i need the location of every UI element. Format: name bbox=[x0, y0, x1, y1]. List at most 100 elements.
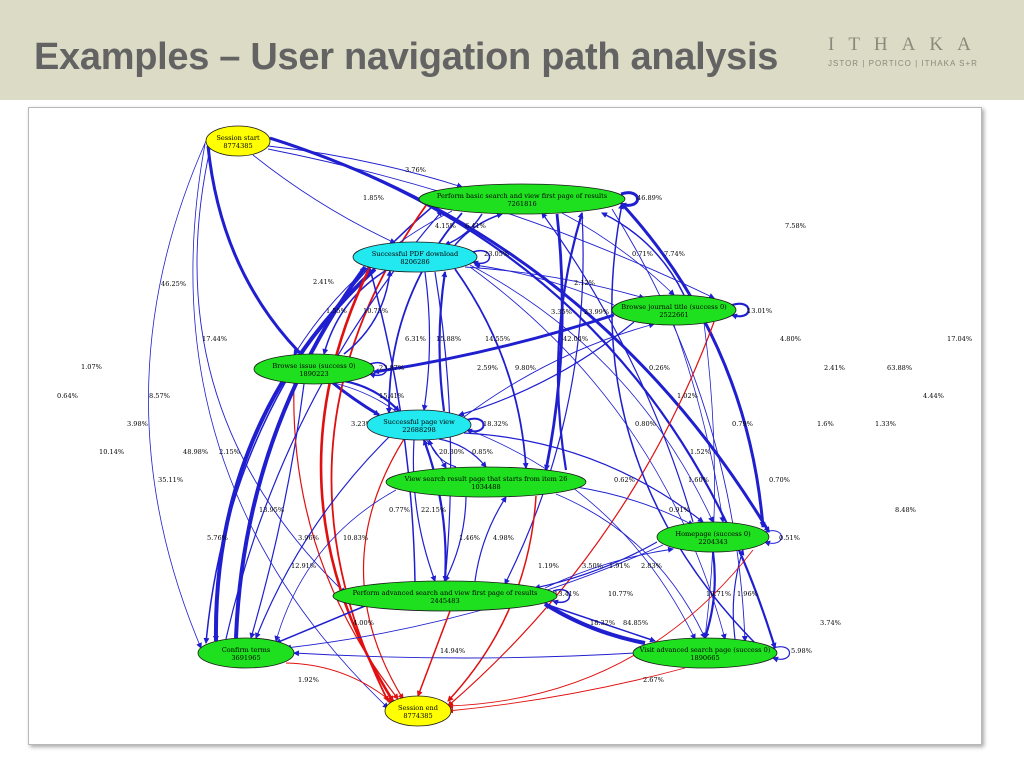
edge-page_view-to-session_end bbox=[362, 438, 405, 700]
edge-label: 0.51% bbox=[779, 534, 800, 542]
edge-label: 23.87% bbox=[379, 364, 404, 372]
edge-label: 63.88% bbox=[887, 364, 912, 372]
edge-label: 13.41% bbox=[554, 590, 579, 598]
edge-view_search-to-basic_search bbox=[556, 212, 584, 471]
edge-label: 5.76% bbox=[207, 534, 228, 542]
node-shape bbox=[205, 125, 271, 157]
edge-label: 1.07% bbox=[81, 363, 102, 371]
edge-basic_search-to-browse_journal bbox=[561, 212, 675, 296]
edge-label: 3.74% bbox=[820, 619, 841, 627]
node-shape bbox=[418, 183, 626, 215]
edge-label: 18.32% bbox=[590, 619, 615, 627]
edge-pdf_download-to-view_search bbox=[454, 268, 529, 469]
edge-label: 0.77% bbox=[389, 506, 410, 514]
ithaka-logo: ITHAKA JSTOR | PORTICO | ITHAKA S+R bbox=[828, 34, 998, 68]
edge-basic_search-to-pdf_download bbox=[444, 213, 483, 246]
edge-label: 20.30% bbox=[439, 448, 464, 456]
edge-pdf_download-to-homepage bbox=[469, 264, 714, 523]
edge-label: 1.60% bbox=[688, 476, 709, 484]
edge-label: 17.04% bbox=[947, 335, 972, 343]
edge-label: 3.23% bbox=[351, 420, 372, 428]
edge-label: 8.57% bbox=[149, 392, 170, 400]
self-loop-visit_advanced bbox=[772, 646, 790, 663]
edge-view_search-to-advanced_search bbox=[444, 496, 467, 582]
edge-basic_search-to-homepage bbox=[620, 202, 766, 528]
edge-pdf_download-to-browse_issue bbox=[322, 270, 386, 355]
edge-label: 2.12% bbox=[574, 279, 595, 287]
edge-page_view-to-view_search bbox=[438, 438, 487, 468]
edge-label: 23.05% bbox=[484, 250, 509, 258]
edge-label: 18.32% bbox=[483, 420, 508, 428]
slide-title: Examples – User navigation path analysis bbox=[34, 36, 779, 78]
edge-label: 13.01% bbox=[747, 307, 772, 315]
edge-basic_search-to-advanced_search bbox=[504, 212, 584, 585]
edge-visit_advanced-to-confirm_terms bbox=[293, 650, 636, 659]
edge-label: 6.31% bbox=[405, 335, 426, 343]
edge-label: 7.58% bbox=[785, 222, 806, 230]
edge-label: 1.92% bbox=[298, 676, 319, 684]
edge-advanced_search-to-session_end bbox=[416, 610, 451, 697]
edge-label: 1.6% bbox=[817, 420, 834, 428]
node-count: 2204343 bbox=[698, 538, 727, 546]
edge-label: 0.91% bbox=[669, 506, 690, 514]
self-loop-browse_journal bbox=[731, 302, 750, 320]
edge-visit_advanced-to-homepage bbox=[732, 549, 745, 640]
edge-view_search-to-homepage bbox=[575, 486, 694, 526]
edge-label: 46.89% bbox=[637, 194, 662, 202]
edge-label: 1.19% bbox=[538, 562, 559, 570]
node-shape bbox=[384, 695, 452, 727]
edge-browse_journal-to-browse_issue bbox=[373, 313, 615, 375]
edge-label: 3.50% bbox=[582, 562, 603, 570]
edge-label: 2.59% bbox=[477, 364, 498, 372]
edge-page_view-to-homepage bbox=[463, 432, 704, 523]
edge-label: 17.44% bbox=[202, 335, 227, 343]
self-loop-browse_issue bbox=[369, 361, 388, 379]
edge-label: 0.71% bbox=[632, 250, 653, 258]
edge-label: 2.41% bbox=[824, 364, 845, 372]
node-advanced-search: Perform advanced search and view first p… bbox=[332, 580, 558, 612]
edge-advanced_search-to-confirm_terms bbox=[275, 605, 366, 644]
edge-label: 3.76% bbox=[405, 166, 426, 174]
self-loop-basic_search bbox=[620, 191, 639, 209]
node-count: 2445483 bbox=[430, 597, 459, 605]
edge-label: 2.83% bbox=[641, 562, 662, 570]
edge-label: 35.11% bbox=[158, 476, 183, 484]
node-label: Session end bbox=[398, 704, 439, 712]
edge-pdf_download-to-basic_search bbox=[454, 212, 503, 246]
node-shape bbox=[366, 409, 472, 441]
node-label: Browse journal title (success 0) bbox=[621, 303, 727, 311]
edge-label: 4.80% bbox=[780, 335, 801, 343]
edge-browse_issue-to-confirm_terms bbox=[249, 383, 305, 639]
edge-browse_issue-to-session_end bbox=[293, 381, 399, 700]
node-label: Confirm terms bbox=[222, 646, 271, 654]
node-count: 8774385 bbox=[223, 142, 252, 150]
edge-label: 4.98% bbox=[493, 534, 514, 542]
node-shape bbox=[632, 637, 778, 669]
node-label: Visit advanced search page (success 0) bbox=[639, 646, 771, 654]
edge-label: 10.77% bbox=[608, 590, 633, 598]
navigation-graph: 3.76%1.85%46.89%4.15%6.41%7.58%23.05%0.7… bbox=[57, 125, 972, 727]
graph-edges bbox=[148, 136, 790, 714]
brand-name: ITHAKA bbox=[828, 34, 985, 55]
brand-subtitle: JSTOR | PORTICO | ITHAKA S+R bbox=[828, 59, 978, 68]
edge-homepage-to-confirm_terms bbox=[285, 544, 664, 651]
edge-label: 0.70% bbox=[769, 476, 790, 484]
edge-label: 23.99% bbox=[584, 308, 609, 316]
edge-visit_advanced-to-session_end bbox=[447, 667, 686, 714]
edge-session_start-to-advanced_search bbox=[196, 148, 346, 594]
edge-browse_journal-to-page_view bbox=[458, 321, 635, 417]
node-count: 1034488 bbox=[471, 483, 500, 491]
edge-label: 3.96% bbox=[298, 534, 319, 542]
node-homepage: Homepage (success 0)2204343 bbox=[656, 521, 770, 553]
node-count: 2522661 bbox=[659, 311, 688, 319]
edge-label: 14.55% bbox=[485, 335, 510, 343]
edge-label: 1.02% bbox=[677, 392, 698, 400]
node-shape bbox=[352, 241, 478, 273]
edge-session_start-to-basic_search bbox=[267, 145, 463, 189]
edge-label: 7.74% bbox=[664, 250, 685, 258]
node-label: Browse issue (success 0) bbox=[272, 362, 356, 370]
edge-browse_journal-to-homepage bbox=[673, 324, 726, 523]
edge-browse_issue-to-page_view bbox=[343, 379, 400, 412]
node-shape bbox=[332, 580, 558, 612]
